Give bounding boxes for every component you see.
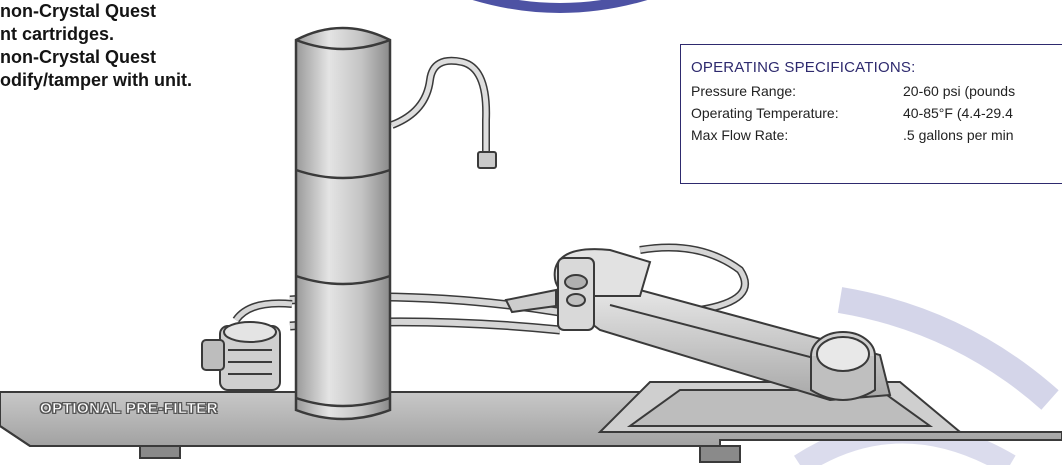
- diverter-valve: [504, 257, 595, 331]
- warning-text: non-Crystal Quest nt cartridges. non-Cry…: [0, 0, 192, 92]
- spec-value: 20-60 psi (pounds: [903, 83, 1016, 99]
- pre-filter: [201, 321, 281, 391]
- warning-line: non-Crystal Quest: [0, 47, 157, 67]
- spec-value: .5 gallons per min: [903, 127, 1014, 143]
- spec-row-flow-rate: Max Flow Rate: .5 gallons per min: [691, 124, 1062, 146]
- warning-line: nt cartridges.: [0, 24, 115, 44]
- spec-label: Operating Temperature:: [691, 105, 839, 121]
- spec-title: OPERATING SPECIFICATIONS:: [691, 59, 916, 76]
- sink-deck: [597, 381, 963, 433]
- filter-tower: [294, 26, 497, 421]
- warning-line: odify/tamper with unit.: [0, 70, 192, 90]
- spec-value: 40-85°F (4.4-29.4: [903, 105, 1013, 121]
- operating-specifications-box: OPERATING SPECIFICATIONS: Pressure Range…: [680, 44, 1062, 184]
- spec-row-pressure: Pressure Range: 20-60 psi (pounds: [691, 80, 1062, 102]
- spec-row-temperature: Operating Temperature: 40-85°F (4.4-29.4: [691, 102, 1062, 124]
- warning-line: non-Crystal Quest: [0, 1, 157, 21]
- spec-label: Max Flow Rate:: [691, 127, 789, 143]
- faucet: [553, 248, 892, 402]
- spec-label: Pressure Range:: [691, 83, 797, 99]
- optional-pre-filter-label: OPTIONAL PRE-FILTER: [40, 400, 219, 418]
